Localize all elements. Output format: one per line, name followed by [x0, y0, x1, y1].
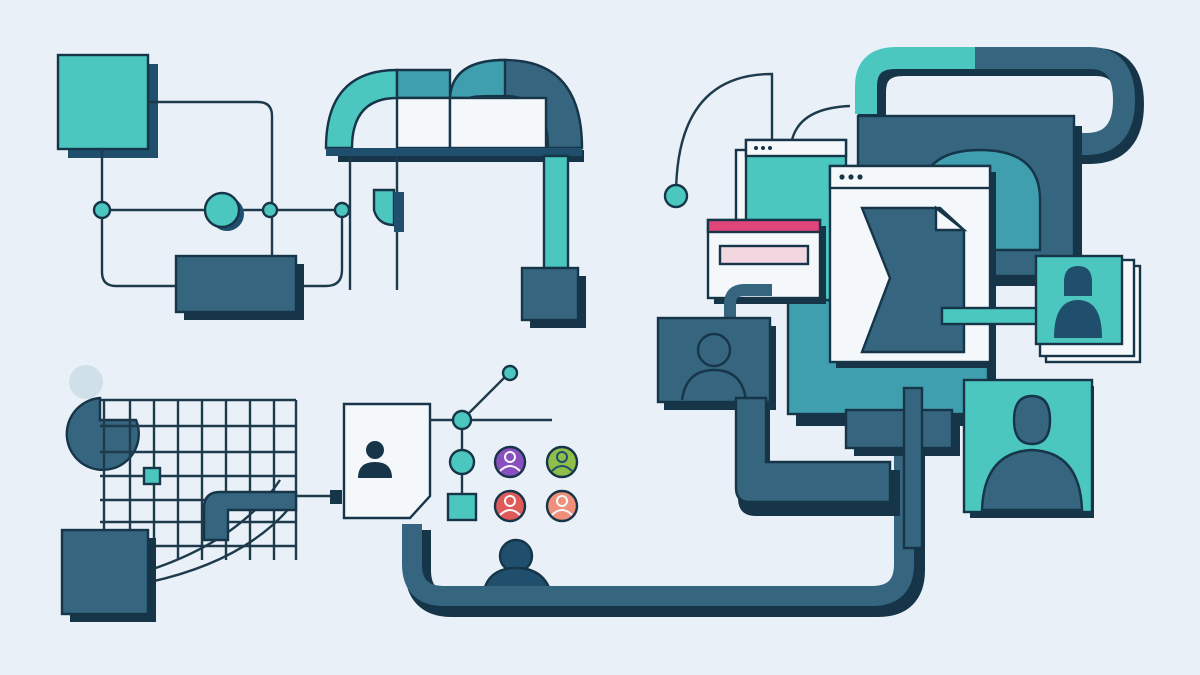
- arrow-shape-fold: [934, 205, 968, 232]
- circuit-wire-right: [296, 210, 344, 288]
- bottom-left-grid: [60, 365, 342, 622]
- arrow-shape-icon: [860, 206, 966, 354]
- loop-handle-teal: [855, 47, 975, 114]
- circuit-node: [92, 200, 112, 220]
- arch-bridge: [324, 58, 586, 328]
- pink-popup-field: [718, 244, 810, 266]
- arch-left: [324, 68, 399, 150]
- plug-connector: [202, 490, 298, 542]
- circuit-node: [333, 201, 351, 219]
- main-window-titlebar: [828, 164, 992, 190]
- circuit-node-large: [203, 191, 241, 229]
- bridge-panel: [395, 96, 452, 150]
- window-dots: [839, 174, 863, 180]
- circuit-block: [174, 254, 298, 314]
- grid-marker: [142, 466, 162, 486]
- network-node: [501, 364, 519, 382]
- arch-right-teal: [448, 58, 507, 100]
- window-teal-titlebar: [744, 138, 848, 158]
- pink-popup-titlebar: [706, 218, 822, 234]
- user-card: [342, 402, 432, 520]
- circuit-wire-left: [100, 149, 182, 288]
- top-left-square: [56, 53, 150, 151]
- top-left-circuit: [56, 53, 351, 320]
- right-cluster: [656, 47, 1145, 550]
- avatar-red: [493, 489, 527, 523]
- step-layer: [734, 396, 892, 504]
- person-silhouette: [482, 538, 552, 592]
- circuit-node: [261, 201, 279, 219]
- faint-orb: [69, 365, 103, 399]
- pipe: [402, 440, 914, 606]
- bridge-panel: [448, 96, 548, 150]
- small-arrow-shadow: [394, 192, 404, 232]
- loop-handle: [975, 47, 1136, 155]
- avatar-green: [545, 445, 579, 479]
- pipe-stem: [902, 386, 924, 550]
- user-network: [342, 364, 579, 592]
- user-icon: [358, 441, 392, 478]
- user-card-large-person: [980, 394, 1084, 512]
- circuit-wire-top: [148, 100, 274, 210]
- bridge-pillar-base: [520, 266, 580, 322]
- network-wire: [461, 373, 509, 421]
- network-node: [448, 448, 476, 476]
- bottom-pipe: [402, 440, 925, 617]
- teal-bar: [940, 306, 1044, 326]
- grid-block: [60, 528, 150, 616]
- plug-tip: [330, 490, 342, 504]
- arc-line: [674, 72, 774, 197]
- network-node: [451, 409, 473, 431]
- bridge-pillar: [542, 154, 570, 270]
- step-layer-block: [844, 408, 954, 450]
- arc-node: [663, 183, 689, 209]
- arc-line-2: [790, 104, 851, 141]
- user-icon: [680, 332, 748, 401]
- network-square: [446, 492, 478, 522]
- user-frame: [656, 316, 772, 404]
- profile-card-person: [1054, 266, 1102, 338]
- small-arrow-shape: [372, 188, 396, 227]
- pie-shape: [65, 396, 140, 472]
- avatar-salmon: [545, 489, 579, 523]
- avatar-purple: [493, 445, 527, 479]
- small-connector: [724, 284, 772, 320]
- arch-mid: [395, 68, 452, 100]
- bridge-deck: [326, 148, 582, 156]
